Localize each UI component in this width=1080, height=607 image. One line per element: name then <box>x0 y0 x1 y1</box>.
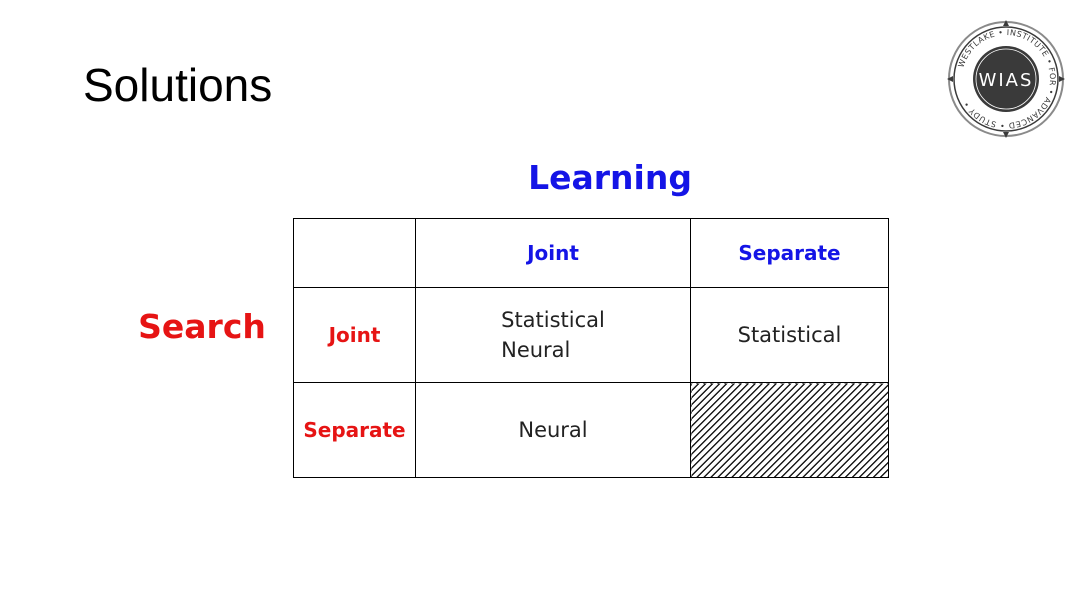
col-header-separate: Separate <box>690 218 889 288</box>
cell-item: Statistical <box>501 307 605 332</box>
wias-logo: WESTLAKE • INSTITUTE • FOR • ADVANCED • … <box>947 20 1065 138</box>
compass-ticks <box>947 20 1065 138</box>
col-header-joint: Joint <box>415 218 691 288</box>
matrix-row-separate: Separate Neural <box>293 382 889 478</box>
row-header-joint: Joint <box>293 287 416 383</box>
logo-center-text: WIAS <box>979 70 1034 91</box>
slide-title: Solutions <box>83 59 273 111</box>
matrix-row-joint: Joint Statistical Neural Statistical <box>293 287 889 383</box>
cell-item: Neural <box>501 338 571 362</box>
row-header-separate: Separate <box>293 382 416 478</box>
cell-separate-separate-hatched <box>690 382 889 478</box>
matrix-corner-cell <box>293 218 416 288</box>
cell-joint-joint: Statistical Neural <box>415 287 691 383</box>
solutions-matrix: Joint Separate Joint Statistical Neural … <box>293 218 889 478</box>
cell-separate-joint: Neural <box>415 382 691 478</box>
cell-joint-joint-list: Statistical Neural <box>501 305 605 366</box>
learning-axis-label: Learning <box>528 158 692 197</box>
matrix-header-row: Joint Separate <box>293 218 889 288</box>
cell-joint-separate: Statistical <box>690 287 889 383</box>
search-axis-label: Search <box>138 307 266 346</box>
